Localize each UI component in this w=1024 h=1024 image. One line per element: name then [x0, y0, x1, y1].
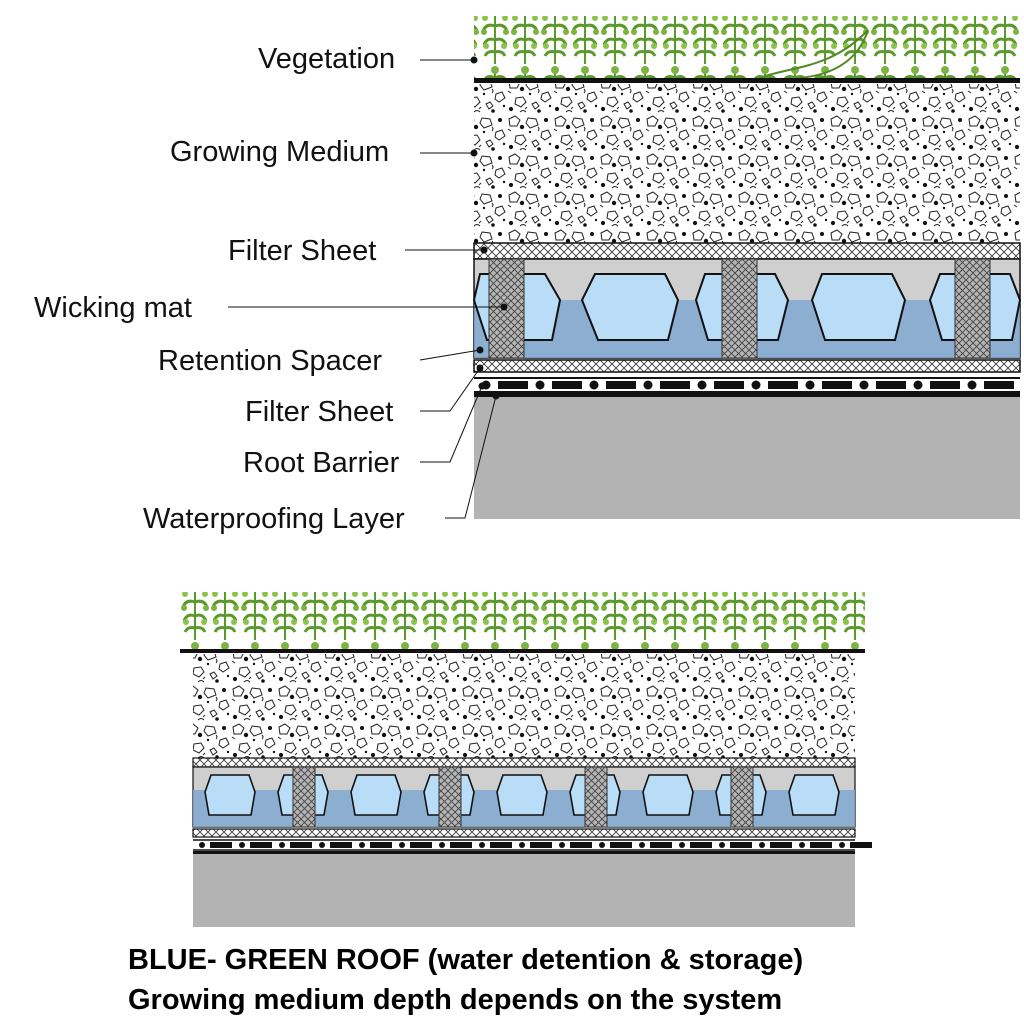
label-growing-medium: Growing Medium [170, 136, 389, 168]
vegetation-curved-stem [759, 29, 869, 79]
detail-section-bottom [180, 592, 872, 927]
layer-labels: Vegetation Growing Medium Filter Sheet W… [34, 43, 508, 535]
waterproofing-line-bottom [193, 851, 855, 854]
detail-section-top [472, 16, 1022, 519]
wicking-mat-columns-bottom [292, 766, 754, 828]
concrete-deck [474, 397, 1020, 519]
label-root-barrier: Root Barrier [243, 447, 400, 479]
vegetation-layer [474, 16, 1020, 80]
soil-line [474, 78, 1020, 83]
root-barrier-bottom [193, 839, 872, 851]
soil-line-bottom [180, 649, 865, 653]
root-barrier-layer [474, 377, 1020, 393]
concrete-deck-bottom [193, 854, 855, 927]
filter-sheet-bottom-layer [473, 359, 1021, 373]
filter-sheet-top-layer [473, 242, 1021, 260]
vegetation-layer-bottom [180, 592, 865, 650]
filter-sheet-top-bottom [192, 757, 856, 768]
caption-title: BLUE- GREEN ROOF (water detention & stor… [128, 944, 804, 976]
caption-subtitle: Growing medium depth depends on the syst… [128, 984, 783, 1016]
label-filter-sheet-bottom: Filter Sheet [245, 396, 393, 428]
growing-medium-layer [474, 84, 1020, 243]
label-waterproofing-layer: Waterproofing Layer [143, 503, 405, 535]
label-retention-spacer: Retention Spacer [158, 345, 382, 377]
filter-sheet-bottom-bottom [192, 828, 856, 838]
growing-medium-layer-bottom [193, 654, 855, 758]
label-vegetation: Vegetation [258, 43, 395, 75]
label-filter-sheet-top: Filter Sheet [228, 235, 376, 267]
label-wicking-mat: Wicking mat [34, 292, 192, 324]
waterproofing-line [474, 393, 1020, 397]
